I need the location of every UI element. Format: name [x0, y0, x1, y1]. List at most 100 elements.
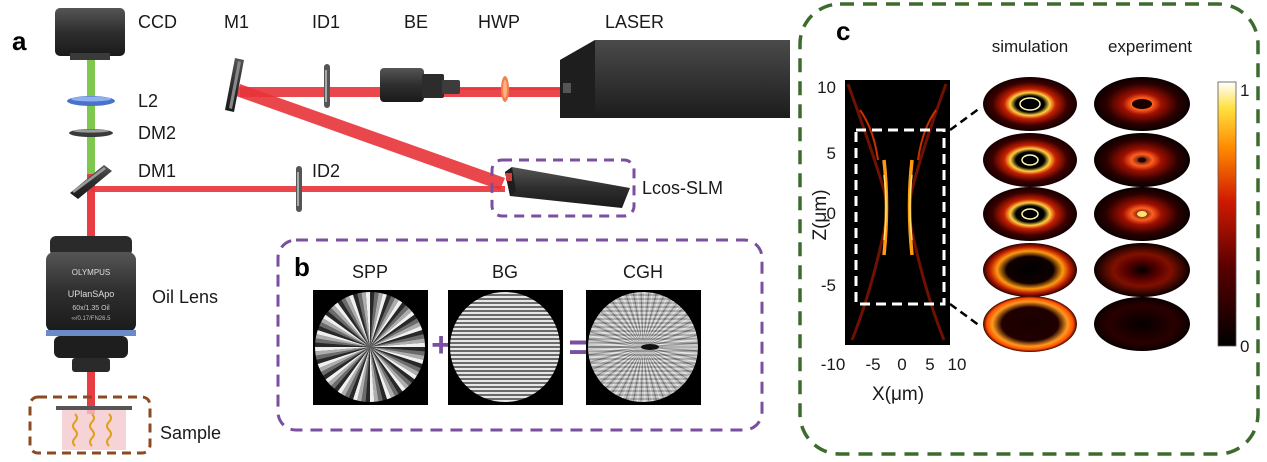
spp-sector — [370, 347, 422, 378]
bg-title: BG — [492, 262, 518, 282]
sample-box — [28, 395, 152, 455]
sim-ring-5 — [983, 296, 1077, 352]
spp-sector — [370, 295, 401, 347]
panel-label-c: c — [836, 16, 850, 46]
sim-ring-4 — [983, 243, 1077, 297]
objective-spec1: 60x/1.35 Oil — [72, 305, 110, 312]
spp-sector — [370, 320, 424, 347]
oil-objective: OLYMPUS UPlanSApo 60x/1.35 Oil ∞/0.17/FN… — [46, 236, 136, 372]
spp-sector — [370, 300, 408, 347]
spp-sector — [320, 347, 370, 382]
hwp-plate — [501, 76, 509, 102]
spp-sector — [370, 347, 415, 389]
beam-expander — [380, 68, 460, 102]
spp-sector — [370, 337, 425, 347]
spp-sector — [315, 347, 370, 357]
colorbar-tick-max: 1 — [1240, 81, 1249, 100]
spp-sector — [370, 347, 425, 370]
spp-sector — [323, 347, 370, 385]
spp-sector — [370, 309, 417, 347]
spp-sector — [343, 293, 370, 347]
spp-sector — [370, 297, 405, 347]
cgh-hologram — [586, 290, 701, 405]
colorbar — [1217, 81, 1237, 347]
spp-sector — [347, 347, 370, 402]
spp-sector — [370, 302, 412, 347]
spp-sector — [315, 347, 370, 370]
spp-sector — [316, 320, 370, 347]
spp-sector — [352, 347, 370, 402]
x-tick-10: 10 — [948, 355, 967, 374]
spp-sector — [370, 305, 415, 347]
spp-sector — [370, 347, 384, 402]
zoom-line-bottom — [949, 302, 981, 328]
spp-sector — [320, 312, 370, 347]
zoom-line-top — [949, 106, 981, 132]
l2-lens — [67, 96, 115, 106]
spp-sector — [318, 316, 370, 347]
spp-sector — [318, 347, 370, 378]
spp-sector — [370, 347, 417, 385]
xz-intensity-map — [845, 80, 950, 345]
spp-sector — [370, 347, 397, 401]
spp-sector — [370, 347, 393, 402]
spp-sector — [315, 347, 370, 361]
spp-sector — [356, 347, 370, 402]
slm-box — [490, 158, 636, 218]
spp-sector — [370, 347, 424, 374]
sample-cell — [56, 406, 132, 450]
equals-sign: = — [568, 326, 589, 367]
spp-sector — [352, 292, 370, 347]
l2-label: L2 — [138, 91, 158, 111]
spp-sector — [370, 347, 412, 392]
id2-label: ID2 — [312, 161, 340, 181]
spp-sector — [370, 347, 425, 361]
spp-sector — [370, 324, 425, 347]
spp-sector — [316, 347, 370, 374]
bg-hologram — [448, 290, 563, 405]
simulation-column — [983, 77, 1077, 352]
spp-sector — [370, 292, 388, 347]
spp-sector — [360, 292, 370, 347]
panel-label-b: b — [294, 252, 310, 282]
y-tick-neg5: -5 — [821, 276, 836, 295]
spp-sector — [315, 337, 370, 347]
x-tick-neg5: -5 — [865, 355, 880, 374]
spp-sector — [325, 347, 370, 389]
fluorescence-beam — [87, 54, 95, 174]
spp-sector — [323, 309, 370, 347]
spp-sector — [332, 300, 370, 347]
spp-sector — [332, 347, 370, 394]
laser-source — [560, 40, 790, 118]
spp-sector — [325, 305, 370, 347]
dm1-mirror — [70, 165, 112, 199]
spp-sector — [335, 347, 370, 397]
y-tick-0: 0 — [827, 204, 836, 223]
hwp-label: HWP — [478, 12, 520, 32]
spp-sector — [347, 292, 370, 347]
plus-sign: + — [431, 326, 451, 364]
panel-label-a: a — [12, 26, 27, 56]
slm-label: Lcos-SLM — [642, 178, 723, 198]
simulation-header: simulation — [992, 37, 1069, 56]
experiment-header: experiment — [1108, 37, 1192, 56]
spp-sector — [370, 347, 375, 402]
sample-label: Sample — [160, 423, 221, 443]
id1-label: ID1 — [312, 12, 340, 32]
sim-ring-3 — [983, 187, 1077, 241]
spp-sector — [370, 347, 425, 365]
spp-sector — [370, 293, 397, 347]
dm2-mirror — [69, 129, 113, 137]
spp-sector — [370, 292, 393, 347]
spp-sector — [370, 342, 425, 347]
m1-label: M1 — [224, 12, 249, 32]
y-tick-10: 10 — [817, 78, 836, 97]
exp-ring-5 — [1094, 297, 1190, 351]
laser-label: LASER — [605, 12, 664, 32]
experiment-column — [1094, 77, 1190, 351]
spp-sector — [339, 347, 370, 399]
exp-ring-4 — [1094, 243, 1190, 297]
dm1-label: DM1 — [138, 161, 176, 181]
id2-iris — [296, 166, 302, 212]
